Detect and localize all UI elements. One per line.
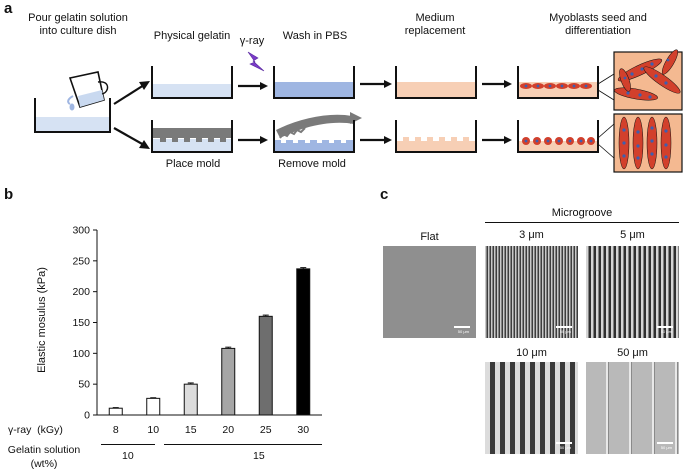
panel-a-letter: a [4,0,13,17]
dish-irradiated [273,66,355,99]
gelatin-value-10: 10 [122,450,134,462]
groove-50-title: 50 μm [617,347,648,359]
scale-label: 50 μm [660,329,672,334]
y-tick-label: 200 [72,286,90,298]
x-tick-label: 30 [297,424,309,436]
scale-bar [556,326,572,328]
microgroove-title: Microgroove [551,207,613,219]
y-tick-label: 250 [72,255,90,267]
dish-myoblasts-flat [517,66,599,99]
groove-3-title: 3 μm [519,229,544,241]
scale-bar [454,326,470,328]
schematic-diagram [34,49,683,173]
bar [296,268,311,416]
sem-groove-50: 50 μm [586,362,679,454]
gelatin-value-15: 15 [253,450,265,462]
gamma-row-label: γ-ray (kGy) [8,424,63,436]
bar [108,407,123,416]
dish-with-mold [151,120,233,153]
y-tick-label: 150 [72,317,90,329]
groove-5-title: 5 μm [620,229,645,241]
label-remove-mold: Remove mold [278,158,346,170]
bar [183,383,198,416]
mold-arrow-icon [350,112,362,124]
zoom-random-myotubes [613,49,683,111]
pouring-beaker-icon [67,71,109,111]
gelatin-row-label: Gelatin solution (wt%) [7,444,81,470]
flat-title: Flat [420,231,439,243]
scale-label: 50 μm [559,445,571,450]
sem-flat: 50 μm [383,246,476,338]
panel-c-letter: c [380,186,389,203]
panel-b-letter: b [4,186,14,203]
dish-medium [395,66,477,99]
scale-bar [657,326,673,328]
sem-groove-10: 50 μm [485,362,578,454]
initial-dish [34,98,111,133]
scale-label: 50 μm [457,329,469,334]
y-tick-label: 300 [72,225,90,237]
arrow-down [113,127,145,146]
scale-bar [657,442,673,444]
label-physical-gelatin: Physical gelatin [153,30,231,42]
zoom-aligned-myotubes [613,113,683,173]
x-tick-label: 25 [260,424,272,436]
bar-chart: 0 50 100 150 200 250 300 8 10 15 20 25 30 [72,225,322,436]
label-pour-gelatin: Pour gelatin solution into culture dish [28,12,128,37]
label-wash-pbs: Wash in PBS [282,30,348,42]
microgroove-bracket [485,222,679,223]
bar [221,347,236,416]
groove-10-title: 10 μm [516,347,547,359]
sem-groove-5: 50 μm [586,246,679,338]
scale-bar [556,442,572,444]
y-tick-label: 0 [84,410,90,422]
dish-physical-gelatin [151,66,233,99]
x-tick-label: 20 [222,424,234,436]
x-tick-label: 8 [113,424,119,436]
y-tick-label: 100 [72,348,90,360]
gelatin-divider-15 [164,444,322,445]
dish-myoblasts-grooved [517,120,599,153]
y-tick-label: 50 [78,379,90,391]
gamma-bolt-icon [247,51,265,72]
scale-label: 50 μm [559,329,571,334]
sem-groove-3: 50 μm [485,246,578,338]
dish-medium-grooved [395,120,477,153]
label-medium-replacement: Medium replacement [404,12,466,37]
gelatin-divider-10 [101,444,155,445]
bar [146,397,161,416]
bar [258,315,273,416]
arrow-up [113,84,145,105]
x-tick-label: 10 [147,424,159,436]
label-place-mold: Place mold [165,158,221,170]
label-myoblasts: Myoblasts seed and differentiation [549,12,647,37]
x-tick-label: 15 [185,424,197,436]
label-gamma-ray: γ-ray [239,35,265,47]
scale-label: 50 μm [660,445,672,450]
dish-remove-mold [273,112,362,153]
